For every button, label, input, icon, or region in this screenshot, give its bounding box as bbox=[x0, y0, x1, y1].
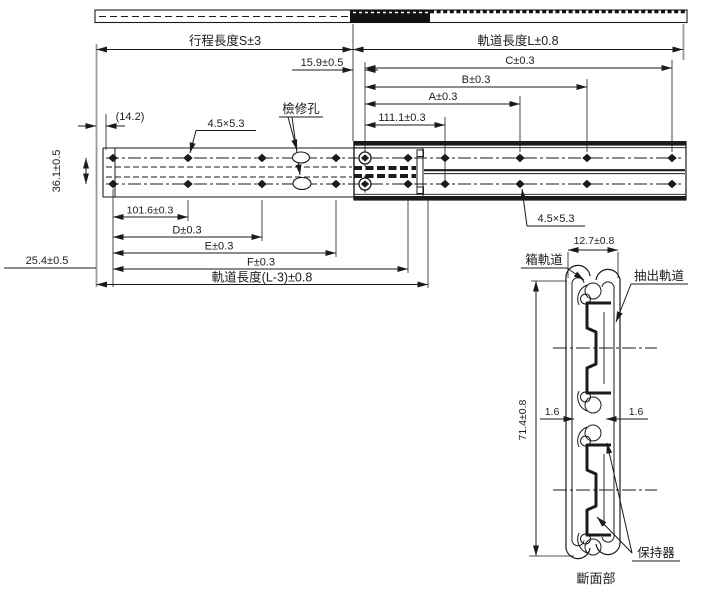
lower-dimensions: 101.6±0.3 D±0.3 E±0.3 F±0.3 軌道長度(L-3)±0.… bbox=[4, 188, 585, 288]
upper-dimensions: 行程長度S±3 軌道長度L±0.8 C±0.3 B±0.3 A±0.3 111.… bbox=[95, 24, 685, 287]
box-rail-profile bbox=[565, 264, 591, 560]
section-body bbox=[565, 264, 621, 560]
dim-15-9: 15.9±0.5 bbox=[301, 57, 344, 69]
inspection-hole-top bbox=[291, 151, 311, 164]
inner-rail-plan bbox=[102, 147, 681, 198]
dim-rail-length: 軌道長度L±0.8 bbox=[477, 33, 558, 48]
dim-101-6: 101.6±0.3 bbox=[127, 205, 174, 217]
pullout-rail-profile bbox=[595, 268, 621, 556]
bearing-balls bbox=[580, 282, 602, 556]
width-dimension: 36.1±0.5 bbox=[51, 150, 89, 193]
outer-rail-plan bbox=[353, 141, 687, 201]
dim-rail-length-l3: 軌道長度(L-3)±0.8 bbox=[212, 270, 313, 285]
dim-e: E±0.3 bbox=[205, 241, 234, 253]
section-caption: 斷面部 bbox=[576, 571, 615, 586]
dim-36-1: 36.1±0.5 bbox=[51, 150, 63, 193]
countersunk-hole bbox=[358, 174, 372, 194]
dim-wall-right: 1.6 bbox=[629, 406, 644, 418]
dim-f: F±0.3 bbox=[247, 257, 275, 269]
dim-25-4: 25.4±0.5 bbox=[26, 255, 69, 267]
dim-71-4: 71.4±0.8 bbox=[517, 399, 529, 440]
box-rail-inner-wall bbox=[571, 277, 585, 547]
slot-size-bottom: 4.5×5.3 bbox=[537, 213, 574, 225]
retainer-label: 保持器 bbox=[637, 545, 675, 560]
middle-rail-upper bbox=[585, 301, 611, 395]
dim-stroke-length: 行程長度S±3 bbox=[189, 33, 261, 48]
middle-rail-lower bbox=[585, 443, 611, 537]
plan-annotations: (14.2) 4.5×5.3 檢修孔 bbox=[78, 101, 323, 176]
box-rail-label: 箱軌道 bbox=[525, 252, 563, 267]
dim-b: B±0.3 bbox=[462, 74, 491, 86]
pullout-rail-inner-wall bbox=[601, 281, 615, 543]
inspection-hole-label: 檢修孔 bbox=[282, 101, 320, 116]
dim-wall-left: 1.6 bbox=[545, 406, 560, 418]
inspection-hole-bottom bbox=[292, 176, 312, 191]
pullout-rail-label: 抽出軌道 bbox=[634, 268, 685, 283]
dim-12-7: 12.7±0.8 bbox=[574, 235, 615, 247]
dim-c: C±0.3 bbox=[505, 55, 534, 67]
dim-a: A±0.3 bbox=[429, 91, 458, 103]
ball-retainer-strip bbox=[350, 9, 430, 23]
countersunk-hole bbox=[358, 148, 372, 168]
retainer-curls bbox=[577, 284, 588, 554]
dim-d: D±0.3 bbox=[172, 225, 201, 237]
slot-size-top: 4.5×5.3 bbox=[207, 118, 244, 130]
dim-111-1: 111.1±0.3 bbox=[378, 112, 425, 124]
section-view: 12.7±0.8 71.4±0.8 bbox=[517, 235, 688, 586]
ref-14-2: (14.2) bbox=[116, 111, 145, 123]
assembled-slide-top-view bbox=[94, 9, 688, 24]
